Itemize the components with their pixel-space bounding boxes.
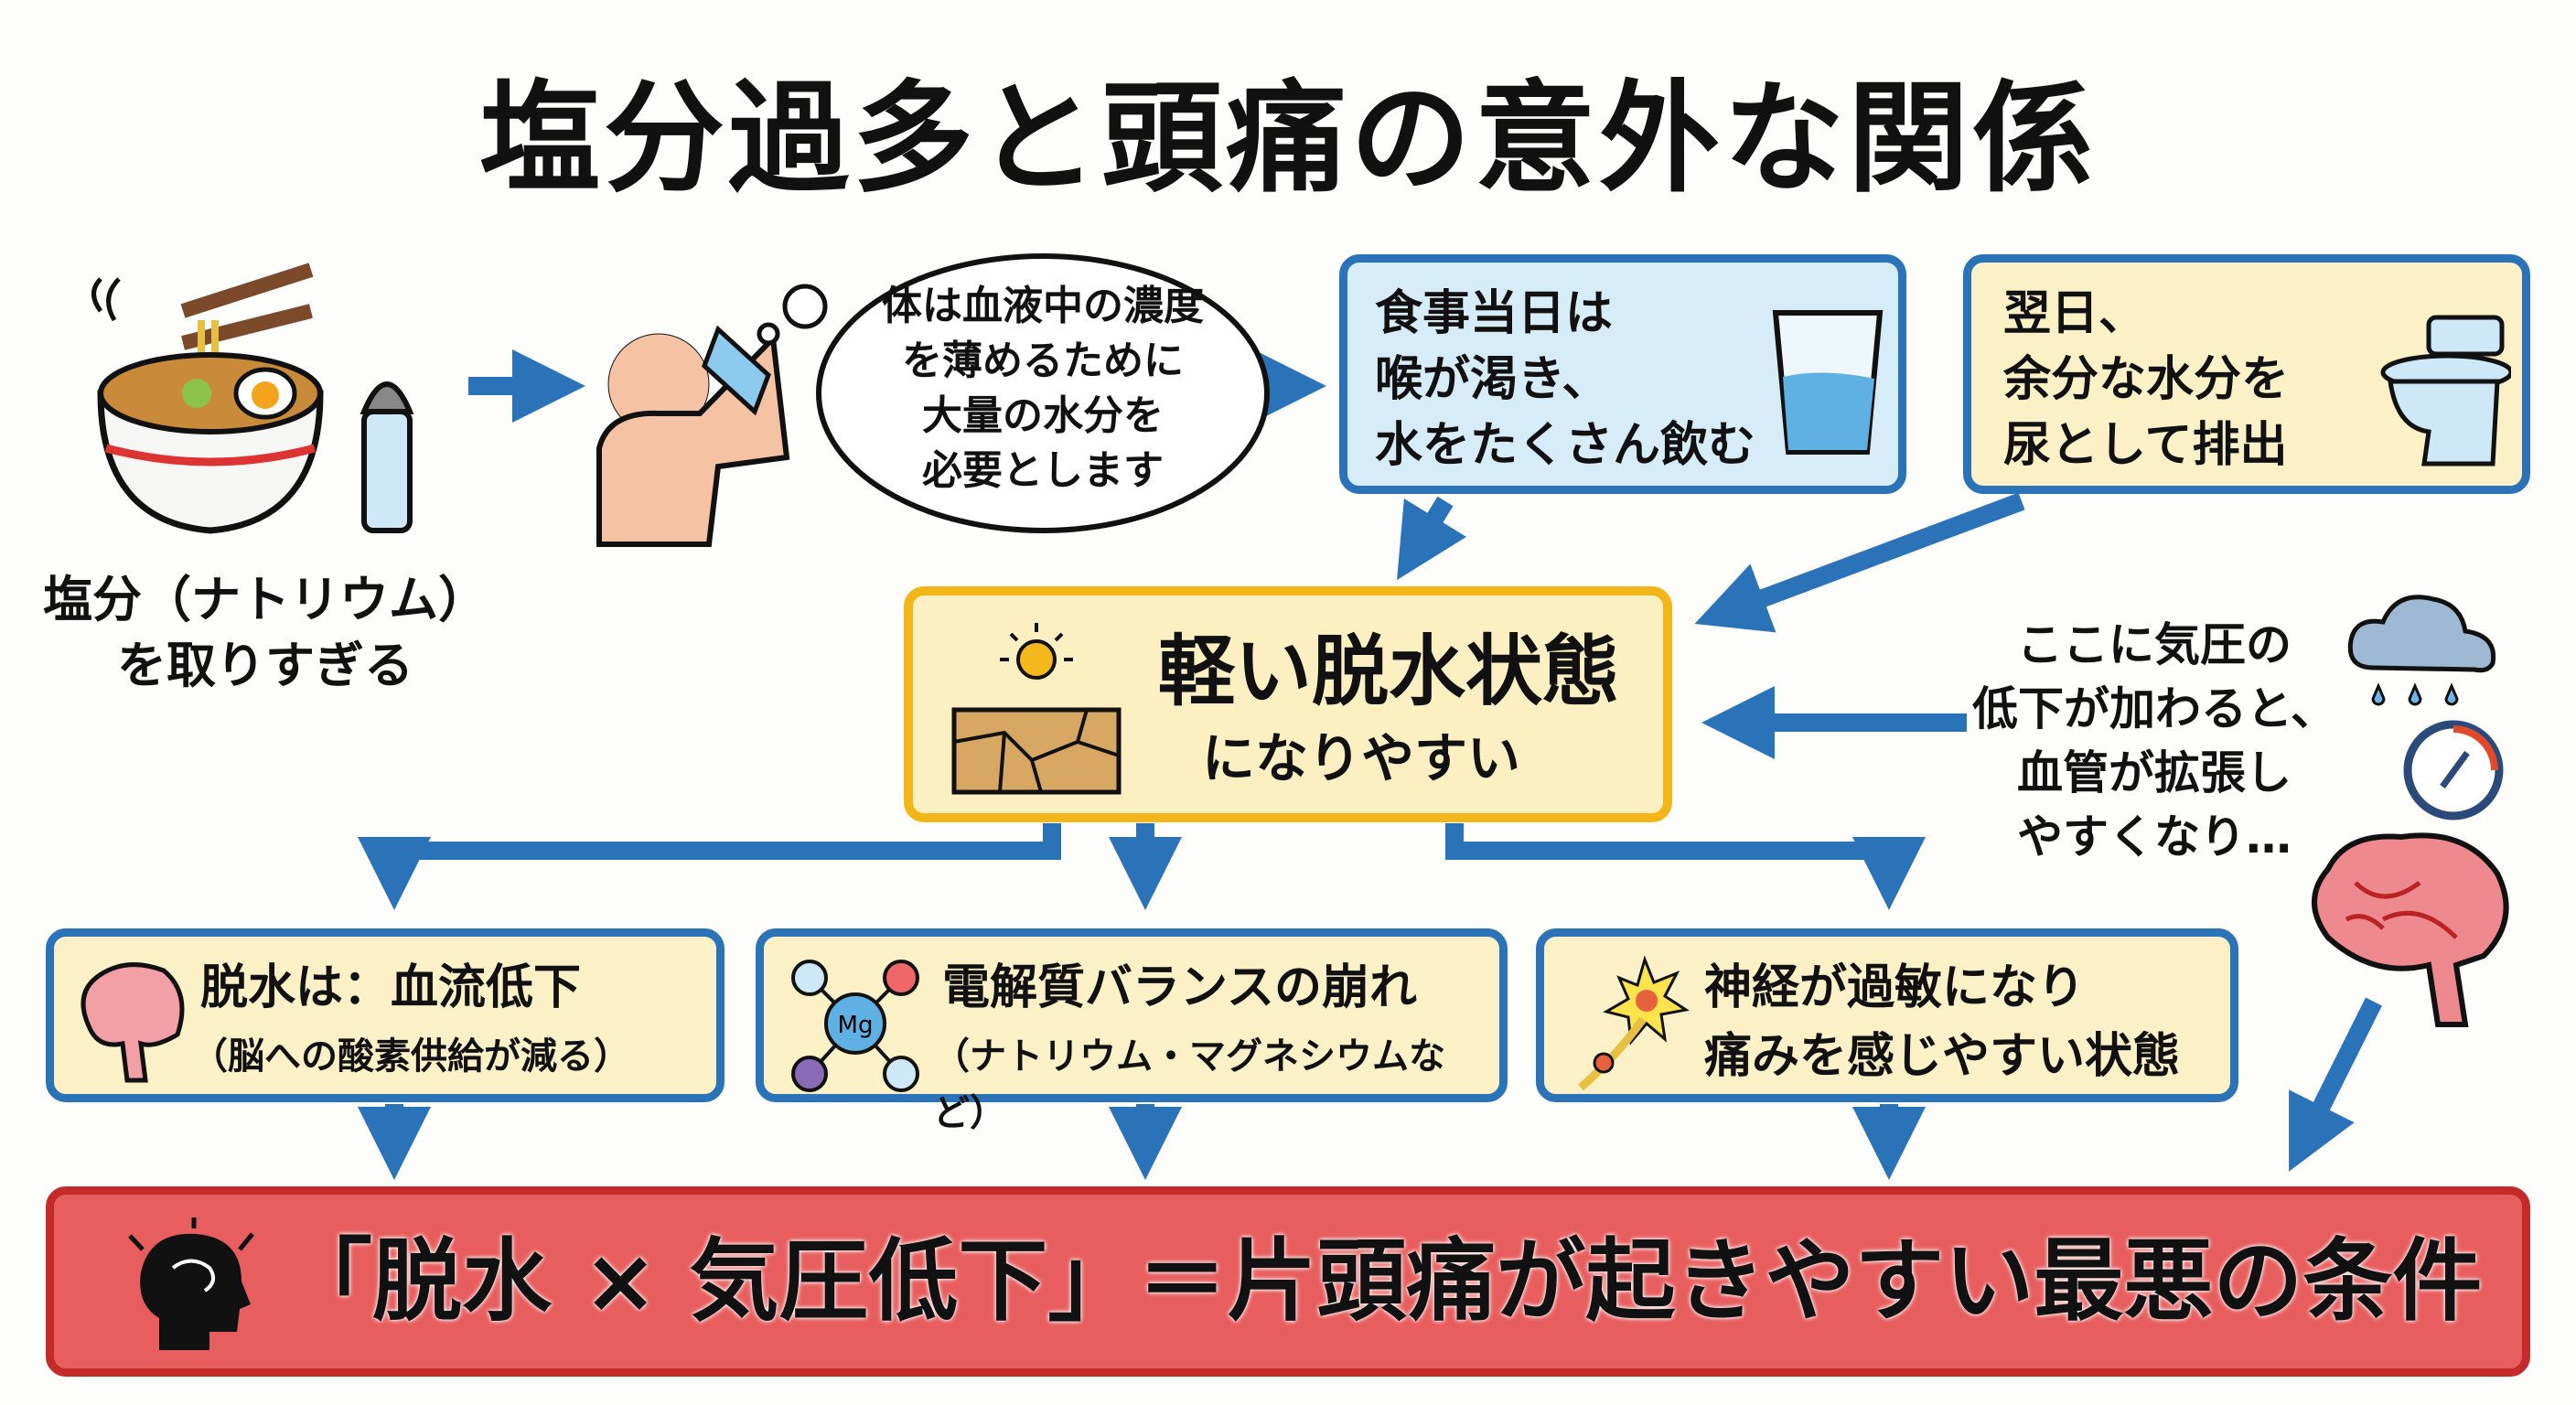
effect-title: 電解質バランスの崩れ [942,960,1417,1015]
mild-dehydration-title: 軽い脱水状態 [1157,627,1619,716]
effect-box-electrolytes: Mg 電解質バランスの崩れ （ナトリウム・マグネシウムなど） [756,928,1508,1134]
salt-intake-line1: 塩分（ナトリウム） [43,571,488,628]
conclusion-text: 「脱水 × 気圧低下」＝片頭痛が起きやすい最悪の条件 [283,1229,2483,1334]
water-glass-icon [1772,310,1884,455]
arrow-nextday-to-center [1694,492,2025,633]
bubble-line: を薄めるために [902,338,1184,384]
salt-intake-line2: を取りすぎる [117,637,413,694]
mild-dehydration-subtitle: になりやすい [1201,727,1520,789]
headache-head-icon [128,1217,254,1350]
nerve-spark-icon [1578,955,1690,1091]
bubble-line: 体は血液中の濃度 [882,283,1204,329]
pressure-text: ここに気圧の 低下が加わると、 血管が拡張し やすくなり… [1967,613,2342,869]
effect-detail: （ナトリウム・マグネシウムなど） [933,1035,1445,1134]
page-title: 塩分過多と頭痛の意外な関係 [479,69,2097,209]
pressure-line: やすくなり… [2017,810,2292,863]
person-drinking-icon [596,325,790,547]
effect-title: 神経が過敏になり [1704,960,2086,1015]
rain-cloud-icon [2347,595,2496,706]
bubble-text: 体は血液中の濃度 を薄めるために 大量の水分を 必要とします [823,279,1262,499]
salt-intake-label: 塩分（ナトリウム） を取りすぎる [37,567,494,699]
effect-detail: （脳への酸素供給が減る） [191,1035,630,1078]
effect-detail: 痛みを感じやすい状態 [1704,1029,2181,1084]
mild-dehydration-box: 軽い脱水状態 になりやすい [904,586,1672,822]
bubble-line: 必要とします [922,447,1164,494]
ramen-bowl-icon [91,263,414,534]
next-day-line: 尿として排出 [2003,418,2288,473]
electrolyte-ions-icon: Mg [791,960,919,1092]
pressure-line: ここに気圧の [2017,618,2292,671]
effect-box-nerves: 神経が過敏になり 痛みを感じやすい状態 [1536,928,2238,1102]
branch-left [358,823,1061,910]
barometer-gauge-icon [2403,720,2504,820]
arrow-sameday-to-center [1397,496,1467,581]
same-day-box: 食事当日は 喉が渇き、 水をたくさん飲む [1339,254,1906,494]
same-day-line: 食事当日は [1375,286,1614,341]
next-day-line: 余分な水分を [2003,352,2290,407]
thought-bubble [757,253,1270,533]
effect-box-blood-flow: 脱水は：血流低下 （脳への酸素供給が減る） [46,928,724,1102]
same-day-line: 水をたくさん飲む [1375,418,1756,473]
brain-icon [80,962,185,1083]
arrow-brain-down [2289,997,2382,1172]
pressure-line: 血管が拡張し [2017,746,2292,799]
next-day-box: 翌日、 余分な水分を 尿として排出 [1963,254,2530,494]
sun-cracked-earth-icon [951,623,1122,795]
branch-right [1445,823,1926,910]
mg-label: Mg [838,1012,874,1039]
effect-title: 脱水は：血流低下 [200,960,582,1015]
next-day-line: 翌日、 [2003,286,2147,341]
pressure-line: 低下が加わると、 [1972,682,2336,735]
brain-icon [2312,832,2509,1027]
toilet-icon [2380,315,2511,467]
conclusion-banner: 「脱水 × 気圧低下」＝片頭痛が起きやすい最悪の条件 [46,1186,2530,1377]
bubble-line: 大量の水分を [922,392,1164,439]
same-day-line: 喉が渇き、 [1375,352,1610,407]
